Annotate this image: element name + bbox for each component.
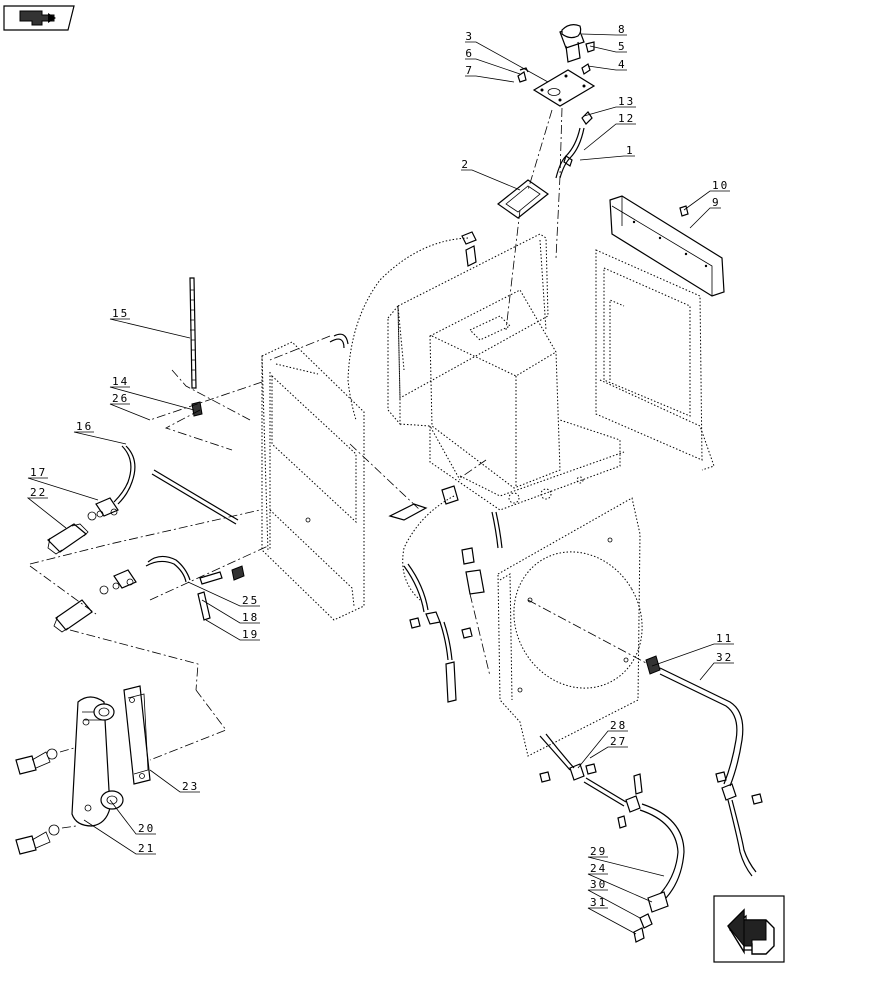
callout-1: 1 bbox=[626, 144, 635, 157]
callout-leader-2 bbox=[461, 169, 521, 191]
lower-hose-fittings bbox=[53, 569, 137, 633]
next-page-icon[interactable] bbox=[713, 895, 785, 963]
callout-4: 4 bbox=[618, 58, 627, 71]
callout-leader-30 bbox=[587, 889, 641, 919]
callout-3: 3 bbox=[465, 30, 474, 43]
callout-32: 32 bbox=[716, 651, 733, 664]
radiator-frame bbox=[261, 341, 365, 621]
mounting-bolts bbox=[15, 747, 77, 855]
support-rod bbox=[189, 277, 197, 389]
rear-air-deflector-panel bbox=[595, 195, 725, 471]
callout-9: 9 bbox=[712, 196, 721, 209]
callout-27: 27 bbox=[610, 735, 627, 748]
callout-leader-4 bbox=[587, 65, 627, 71]
callout-leader-26 bbox=[109, 403, 151, 421]
callout-leader-13 bbox=[583, 106, 636, 117]
fan-shroud bbox=[497, 497, 643, 757]
callout-10: 10 bbox=[712, 179, 729, 192]
callout-leader-5 bbox=[589, 45, 627, 53]
callout-23: 23 bbox=[182, 780, 199, 793]
callout-14: 14 bbox=[112, 375, 129, 388]
callout-13: 13 bbox=[618, 95, 635, 108]
callout-leader-23 bbox=[149, 769, 200, 793]
callout-17: 17 bbox=[30, 466, 47, 479]
previous-page-icon[interactable] bbox=[3, 5, 75, 31]
callout-labels: 1234567891011121314151617181920212223242… bbox=[26, 23, 734, 935]
callout-29: 29 bbox=[590, 845, 607, 858]
overflow-hose bbox=[555, 111, 593, 179]
callout-leader-17 bbox=[27, 477, 99, 501]
callout-21: 21 bbox=[138, 842, 155, 855]
callout-leader-3 bbox=[465, 41, 549, 83]
callout-leader-6 bbox=[465, 58, 521, 75]
callout-7: 7 bbox=[465, 64, 474, 77]
coolant-tank-shroud bbox=[387, 233, 625, 511]
callout-leader-10 bbox=[683, 190, 730, 211]
callout-22: 22 bbox=[30, 486, 47, 499]
gasket-plate bbox=[496, 179, 550, 219]
callout-12: 12 bbox=[618, 112, 635, 125]
callout-leader-9 bbox=[689, 207, 721, 229]
callout-25: 25 bbox=[242, 594, 259, 607]
callout-leader-25 bbox=[187, 581, 260, 607]
callout-16: 16 bbox=[76, 420, 93, 433]
callout-20: 20 bbox=[138, 822, 155, 835]
callout-31: 31 bbox=[590, 896, 607, 909]
upper-hose-fittings bbox=[47, 497, 119, 555]
callout-2: 2 bbox=[461, 158, 470, 171]
callout-leader-12 bbox=[583, 123, 636, 151]
callout-26: 26 bbox=[112, 392, 129, 405]
callout-leader-8 bbox=[581, 33, 627, 36]
callout-leader-24 bbox=[587, 873, 653, 903]
callout-30: 30 bbox=[590, 878, 607, 891]
callout-leader-1 bbox=[579, 155, 635, 161]
callout-leader-32 bbox=[699, 662, 734, 681]
callout-18: 18 bbox=[242, 611, 259, 624]
callout-leader-27 bbox=[589, 746, 628, 759]
callout-leader-31 bbox=[587, 907, 637, 935]
callout-6: 6 bbox=[465, 47, 474, 60]
callout-leader-20 bbox=[109, 799, 156, 835]
callout-leader-29 bbox=[587, 856, 665, 877]
filler-cap-assembly bbox=[517, 24, 596, 107]
cooler-mounting-bracket bbox=[71, 685, 151, 827]
callout-leader-15 bbox=[109, 318, 191, 339]
callout-19: 19 bbox=[242, 628, 259, 641]
callout-15: 15 bbox=[112, 307, 129, 320]
callout-leader-7 bbox=[465, 75, 515, 83]
callout-leader-18 bbox=[201, 599, 260, 624]
callout-leader-16 bbox=[73, 431, 127, 445]
callout-leader-19 bbox=[205, 619, 260, 641]
callout-leader-11 bbox=[651, 643, 734, 667]
callout-8: 8 bbox=[618, 23, 627, 36]
callout-28: 28 bbox=[610, 719, 627, 732]
callout-leader-22 bbox=[26, 497, 67, 529]
callout-11: 11 bbox=[716, 632, 733, 645]
callout-leader-21 bbox=[83, 819, 156, 855]
callout-leader-28 bbox=[577, 730, 628, 769]
callout-24: 24 bbox=[590, 862, 607, 875]
callout-5: 5 bbox=[618, 40, 627, 53]
callout-leader-14 bbox=[109, 386, 195, 411]
